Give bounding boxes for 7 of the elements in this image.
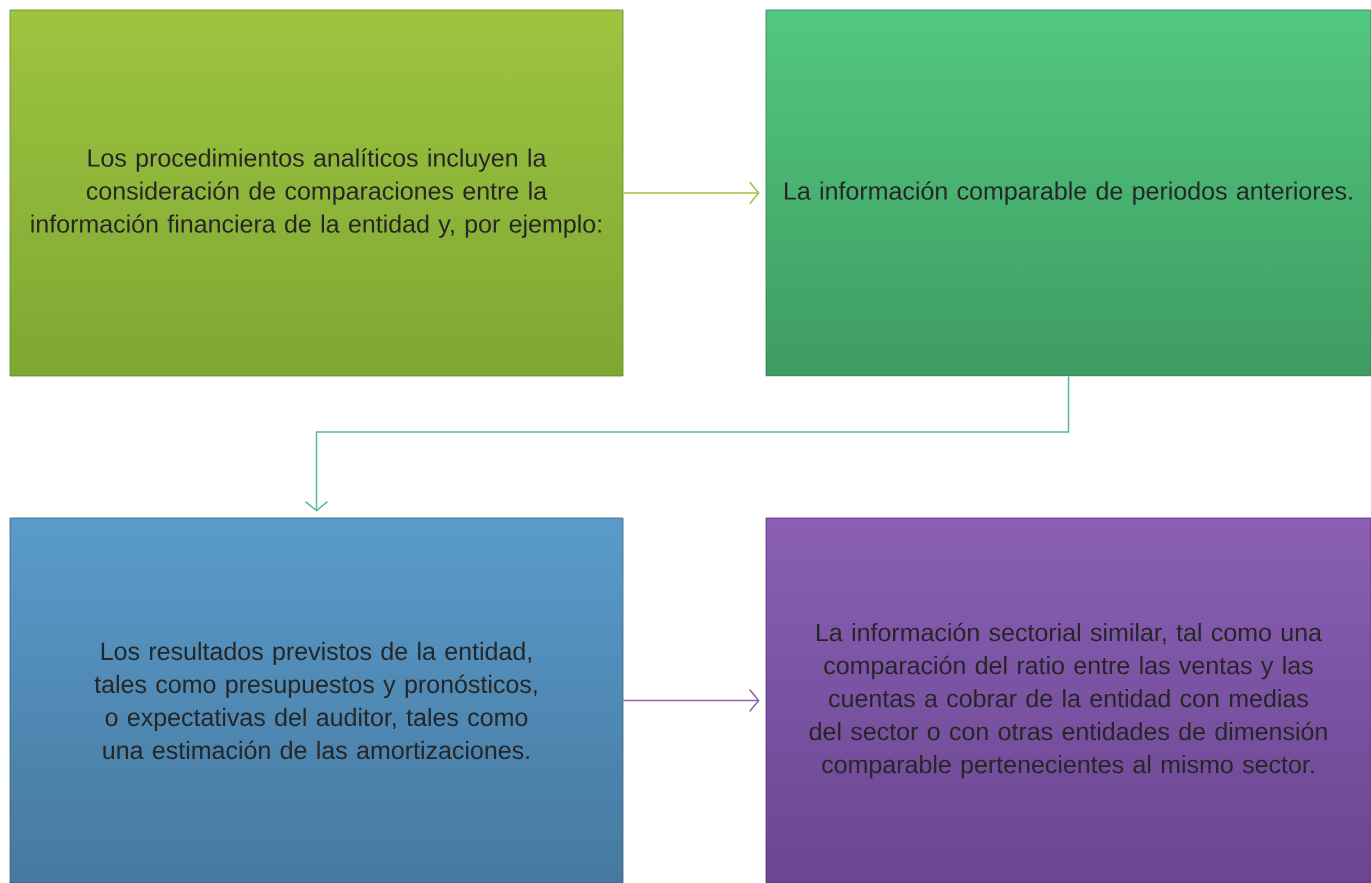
process-box: Los procedimientos analíticos incluyen la consideración de comparaciones entre la información financiera de la entidad y, por ejemplo: (9, 9, 624, 377)
arrow (304, 375, 1070, 512)
process-box: Los resultados previstos de la entidad, tales como presupuestos y pronósticos, o expectativas del auditor, tales como una estimación de las amortizaciones. (9, 517, 624, 883)
process-box: La información sectorial similar, tal como una comparación del ratio entre las ventas y las cuentas a cobrar de la entidad con medias del sector o con otras entidades de dimensión comparable pertenecientes al mismo sector. (765, 517, 1371, 883)
arrow (622, 181, 760, 205)
process-box: La información comparable de periodos anteriores. (765, 9, 1371, 377)
arrow (622, 688, 760, 713)
